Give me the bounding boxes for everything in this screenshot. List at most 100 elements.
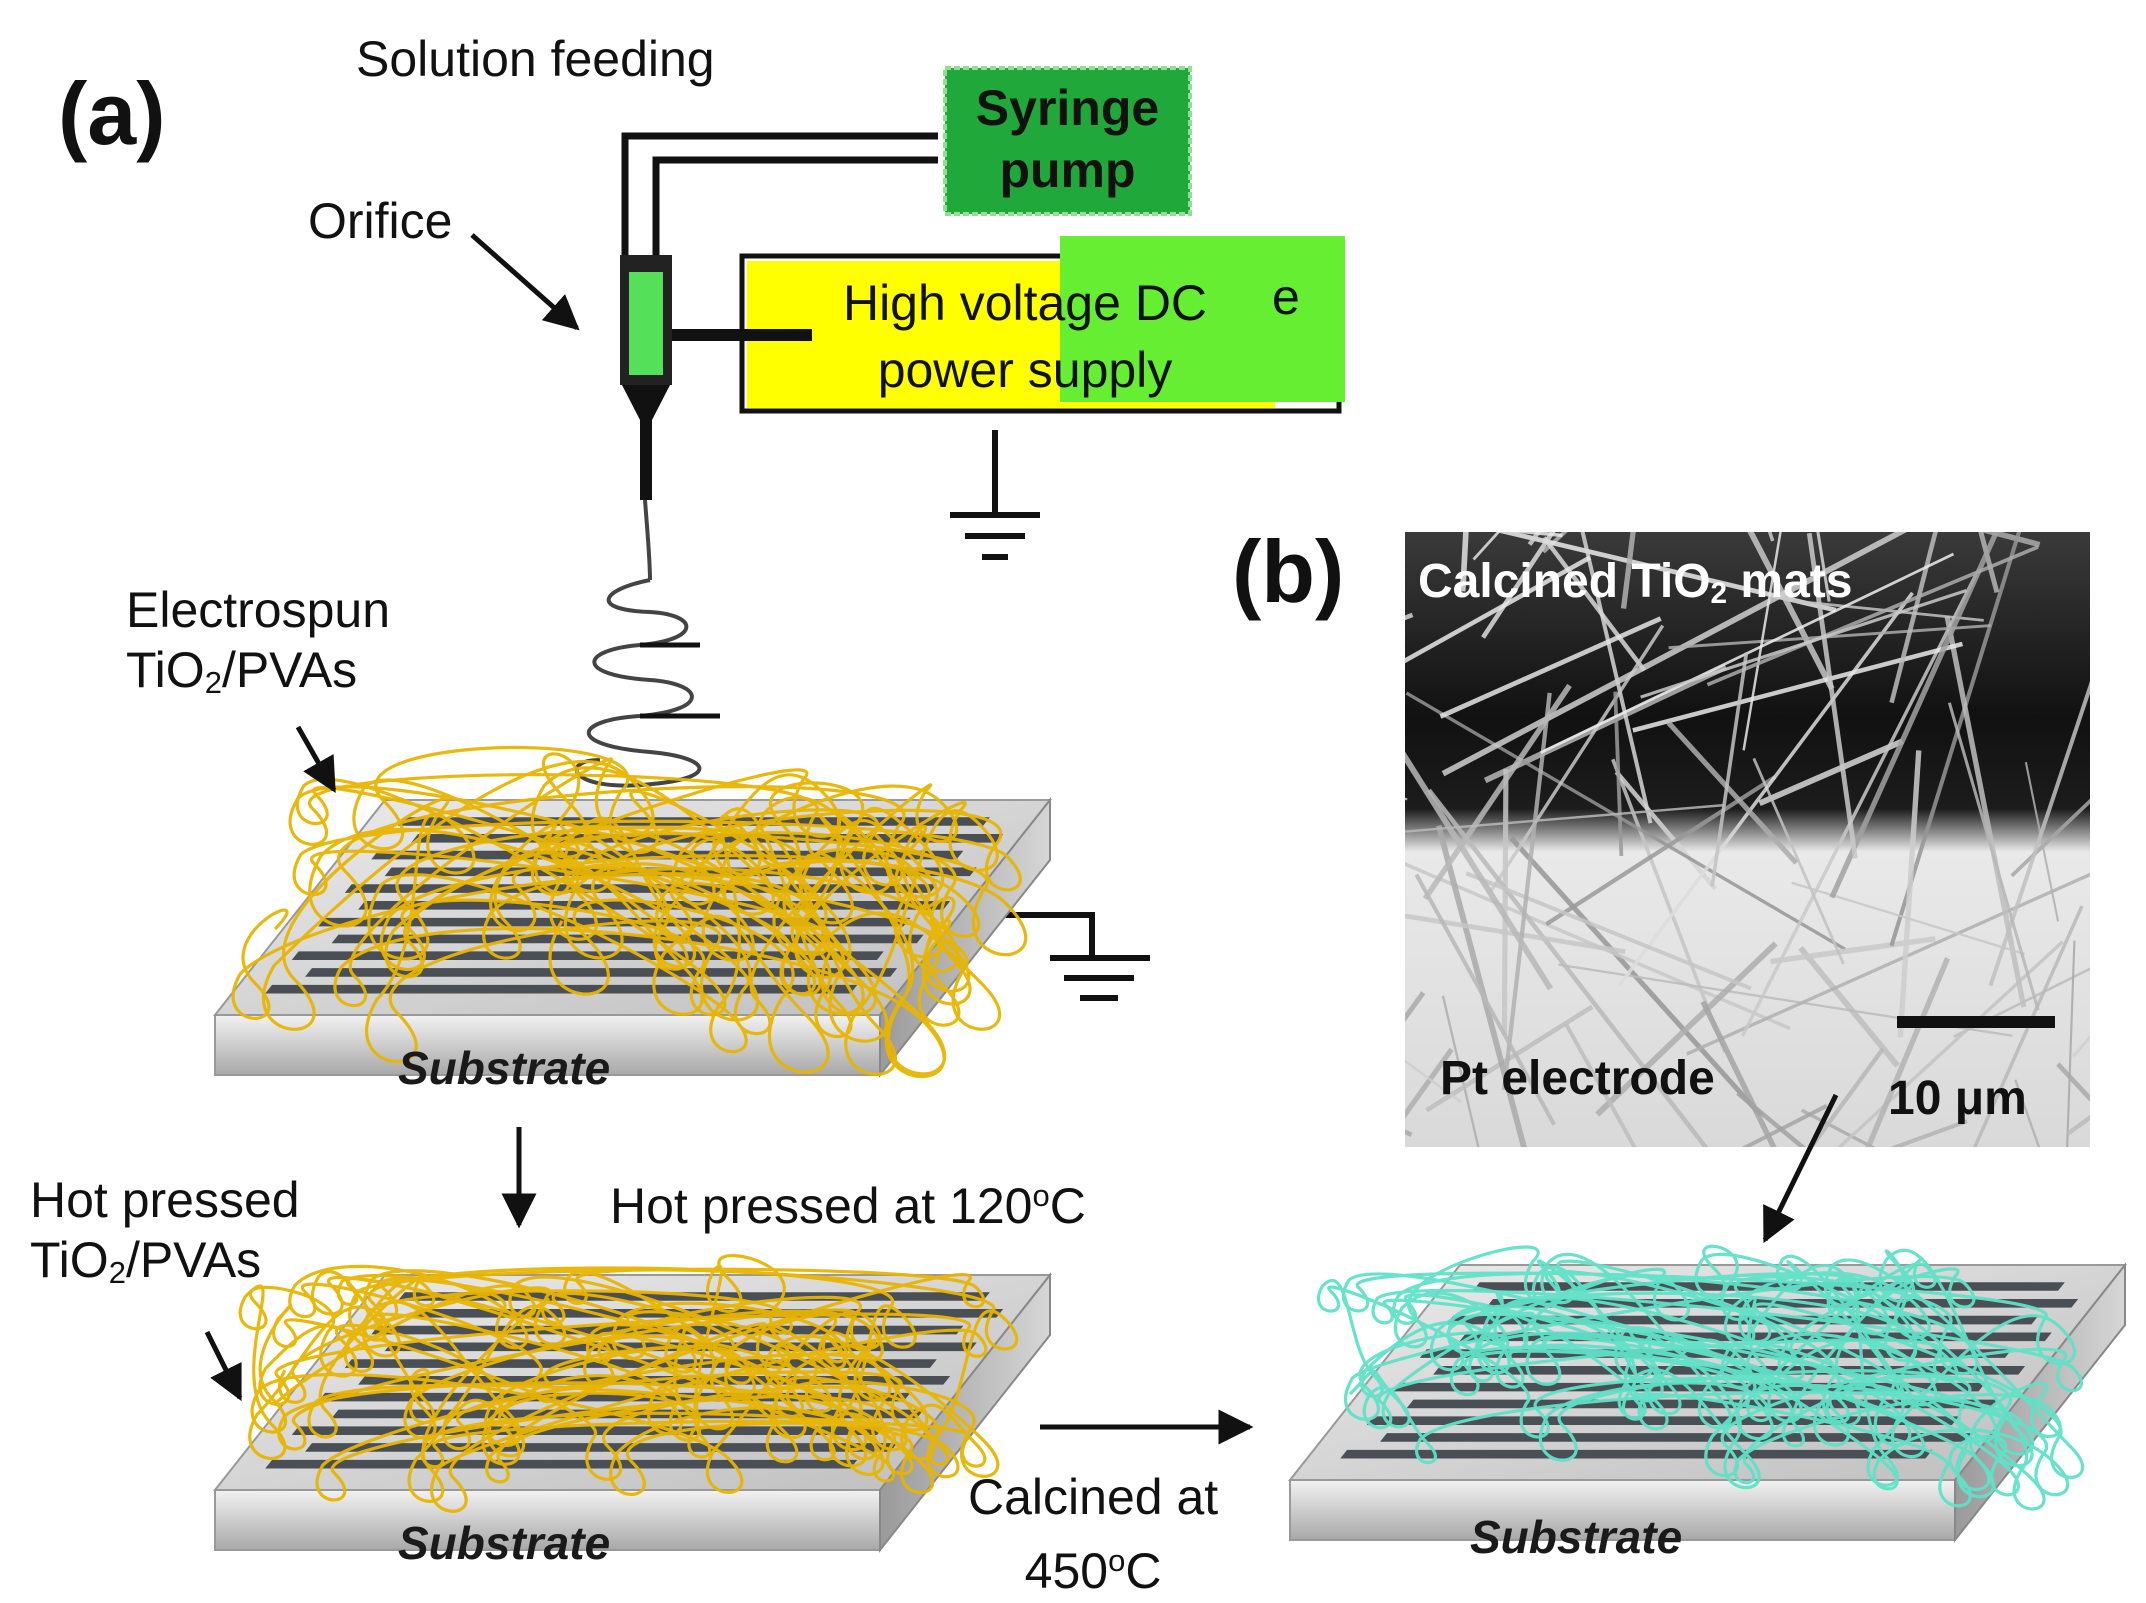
electrospinning-jet xyxy=(574,499,720,788)
electrospun-sub: 2 xyxy=(204,665,222,701)
hot-pressed-tio: TiO xyxy=(30,1232,109,1288)
substrate-hot-pressed-electrode xyxy=(291,1426,884,1435)
sem-fiber xyxy=(1978,532,2000,593)
sem-fiber xyxy=(1465,871,1752,991)
syringe-pump-line2: pump xyxy=(999,142,1136,198)
sem-fiber xyxy=(1767,532,1775,542)
sem-fiber xyxy=(1481,532,1556,639)
hv-supply-line1: High voltage DC xyxy=(842,275,1208,331)
hot-press-step-label: Hot pressed at 120oC xyxy=(610,1180,1086,1231)
hv-power-supply-box xyxy=(739,236,1345,414)
substrate-electrospun-fibers xyxy=(231,745,1028,1078)
substrate-electrospun-electrode xyxy=(265,984,858,994)
sem-fiber xyxy=(1472,532,1501,561)
sem-fiber xyxy=(1405,1129,1413,1137)
sem-fiber xyxy=(1889,532,1938,704)
sem-top-mats: mats xyxy=(1727,555,1853,608)
sem-fiber xyxy=(1685,872,2090,1056)
sem-fiber xyxy=(1541,532,1568,554)
hv-overlap-char: e xyxy=(1272,269,1300,325)
sem-top-sub: 2 xyxy=(1710,576,1728,610)
sem-fiber xyxy=(1953,967,2090,1038)
sem-fiber xyxy=(1405,751,1553,991)
sem-fiber xyxy=(1501,692,1552,1091)
sem-fiber xyxy=(1947,702,2040,1011)
sem-fiber xyxy=(1806,532,1858,859)
sem-fiber xyxy=(1889,1119,1968,1147)
electrospun-arrow xyxy=(295,725,337,794)
sem-fiber xyxy=(1459,532,1469,592)
syringe-pump-box xyxy=(943,66,1192,216)
sem-fiber xyxy=(1405,913,1626,955)
hot-press-temp: Hot pressed at 120 xyxy=(610,1178,1033,1235)
substrate-hot-pressed-fibers xyxy=(238,1253,1019,1513)
sem-fiber xyxy=(1414,873,1556,1126)
sem-fiber xyxy=(1632,641,1964,733)
sem-fiber xyxy=(1736,1091,1807,1147)
sem-fiber xyxy=(1944,615,2027,1008)
sem-fiber xyxy=(1527,532,1542,546)
substrate-calcined xyxy=(1287,1244,2128,1543)
sem-fiber xyxy=(1758,738,1904,807)
sem-fiber xyxy=(1808,1047,1885,1147)
sem-fiber xyxy=(1700,1000,1777,1147)
sem-fiber xyxy=(1495,532,1837,613)
sem-fiber xyxy=(1405,1047,1454,1119)
ground-symbol-hv xyxy=(950,430,1040,560)
sem-fiber xyxy=(1710,652,1749,887)
sem-fiber xyxy=(1542,536,1647,672)
electrospun-tio: TiO xyxy=(126,642,205,698)
sem-fiber xyxy=(1564,1024,1637,1147)
sem-fiber xyxy=(2066,940,2076,1147)
sem-fiber xyxy=(1837,940,2064,1147)
panel-label-b: (b) xyxy=(1232,522,1345,621)
sem-fiber xyxy=(1816,532,1831,602)
sem-fiber xyxy=(1972,905,2084,1147)
electrospun-label: Electrospun TiO2/PVAs xyxy=(126,580,390,713)
sem-fiber xyxy=(1614,770,1718,891)
sem-fiber xyxy=(1747,532,1835,691)
sem-fiber xyxy=(1613,691,1624,857)
hot-pressed-sub: 2 xyxy=(108,1255,126,1291)
sem-fiber xyxy=(1865,957,1951,1147)
sem-fiber xyxy=(1741,1104,1828,1147)
sem-fiber xyxy=(1620,532,1636,609)
syringe-pump-label: Syringe pump xyxy=(945,77,1190,201)
sem-fiber xyxy=(1752,757,1845,965)
substrate-calcined-fibers xyxy=(1316,1244,2085,1511)
sem-fiber xyxy=(1829,532,2000,899)
calcine-line1: Calcined at xyxy=(968,1469,1219,1525)
sem-fiber xyxy=(1422,683,1572,901)
sem-fiber xyxy=(2010,798,2090,878)
sem-fiber xyxy=(1441,532,1907,777)
sem-fiber xyxy=(1980,532,2041,548)
substrate-label-3: Substrate xyxy=(1470,1511,1683,1563)
substrate-electrospun xyxy=(212,745,1053,1078)
sem-fiber xyxy=(1405,612,1414,621)
sem-fiber xyxy=(1501,769,1509,1035)
hv-supply-label: High voltage DC power supply xyxy=(790,270,1260,404)
hot-pressed-label: Hot pressed TiO2/PVAs xyxy=(30,1170,300,1303)
sem-fiber xyxy=(1889,532,2022,947)
sem-fiber xyxy=(1897,750,1922,1038)
hot-pressed-line1: Hot pressed xyxy=(30,1172,300,1228)
substrate-hot-pressed-electrode xyxy=(305,1443,898,1452)
solution-feeding-label: Solution feeding xyxy=(356,31,715,87)
electrospun-pva: /PVAs xyxy=(221,642,358,698)
sem-fiber xyxy=(1441,995,1480,1147)
hot-pressed-arrow xyxy=(204,1330,243,1402)
syringe-pump-line1: Syringe xyxy=(975,80,1160,136)
orifice-label: Orifice xyxy=(308,193,453,249)
sem-fiber xyxy=(2014,1079,2041,1147)
substrate-hot-pressed xyxy=(212,1253,1053,1553)
ground-symbol-substrate xyxy=(1000,912,1150,1001)
sem-arrow xyxy=(1762,1093,1839,1244)
substrate-hot-pressed-electrode xyxy=(265,1459,858,1469)
sem-micrograph xyxy=(1405,532,2090,1147)
sem-fiber xyxy=(1427,788,1709,1147)
sem-top-text: Calcined TiO xyxy=(1418,555,1711,608)
substrate-label-2: Substrate xyxy=(398,1517,611,1569)
hv-supply-line2: power supply xyxy=(877,342,1173,398)
